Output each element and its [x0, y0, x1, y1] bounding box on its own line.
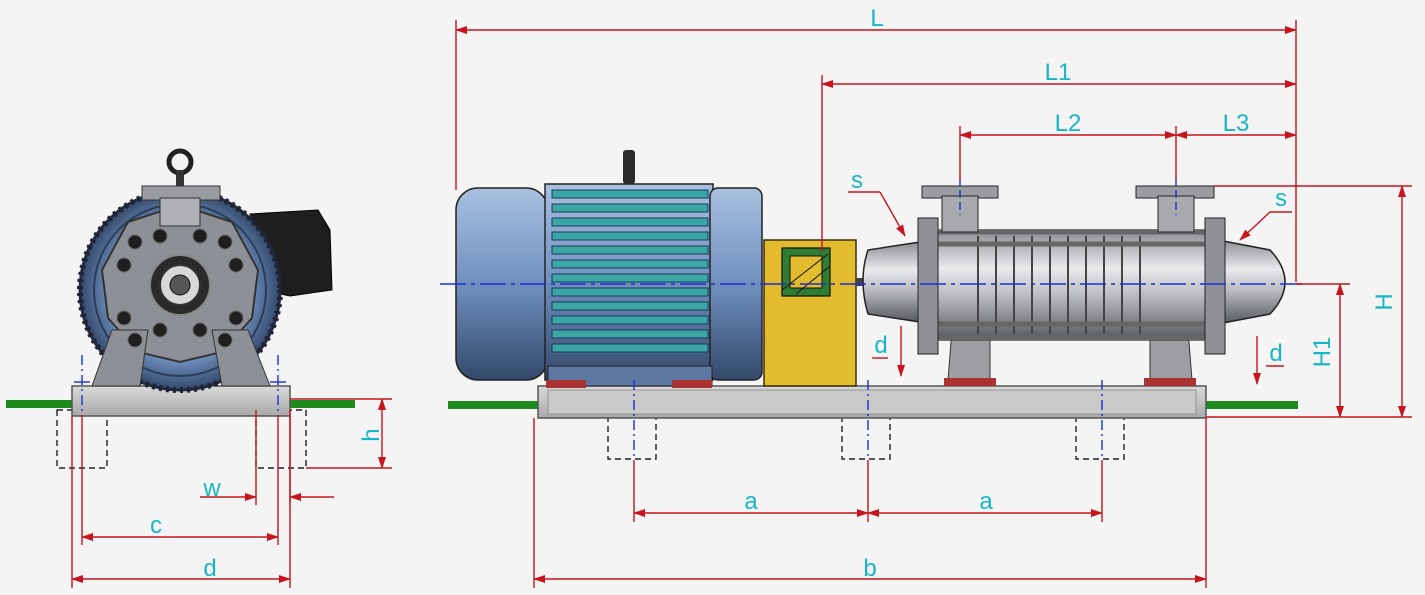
- dim-L1-label: L1: [1045, 59, 1072, 86]
- pump-discharge-casing: [1217, 239, 1286, 325]
- discharge-end-plate: [1204, 217, 1226, 355]
- dim-d-label: d: [203, 555, 216, 582]
- suction-label: s: [851, 167, 863, 194]
- discharge-label: s: [1275, 185, 1287, 212]
- casing-bolts: [116, 228, 244, 348]
- dim-b: [533, 418, 1207, 588]
- dim-b-label: b: [863, 555, 876, 582]
- discharge-leader: [1239, 211, 1292, 241]
- motor-feet: [547, 365, 713, 387]
- pump-suction-casing: [862, 241, 921, 323]
- pump-stages: [977, 236, 1141, 334]
- dim-H1: [1296, 283, 1350, 418]
- side-view: L L1 L2 L3 H H1 a a b s s d d: [440, 5, 1412, 588]
- dim-L2-label: L2: [1055, 110, 1082, 137]
- dim-L1: [821, 75, 1297, 252]
- drain-leader-right: [1253, 336, 1284, 385]
- suction-leader: [848, 191, 906, 237]
- dim-H-label: H: [1371, 293, 1398, 310]
- dim-c: [81, 415, 279, 545]
- dim-c-label: c: [150, 512, 162, 539]
- dim-L-label: L: [870, 5, 883, 32]
- lifting-eye: [166, 148, 194, 176]
- motor-lifting-lug: [623, 150, 635, 184]
- tie-rods: [932, 229, 1216, 341]
- dim-L: [455, 20, 1297, 282]
- dim-H1-label: H1: [1309, 337, 1336, 368]
- bolt-pocket: [255, 409, 307, 469]
- front-view: h w c d: [6, 148, 392, 588]
- dim-L3-label: L3: [1223, 110, 1250, 137]
- dim-w-label: w: [202, 475, 221, 502]
- dim-a-right-label: a: [979, 488, 993, 515]
- dim-h-label: h: [358, 428, 385, 441]
- dim-a-left-label: a: [744, 488, 758, 515]
- dim-h: [290, 398, 392, 469]
- drain-leader-left: [872, 326, 905, 377]
- motor-cooling-fins: [551, 189, 709, 353]
- drain-label-left: d: [874, 332, 887, 359]
- suction-end-plate: [917, 217, 939, 355]
- drain-label-right: d: [1269, 340, 1282, 367]
- dim-d: [71, 416, 291, 588]
- dim-H: [1206, 185, 1412, 418]
